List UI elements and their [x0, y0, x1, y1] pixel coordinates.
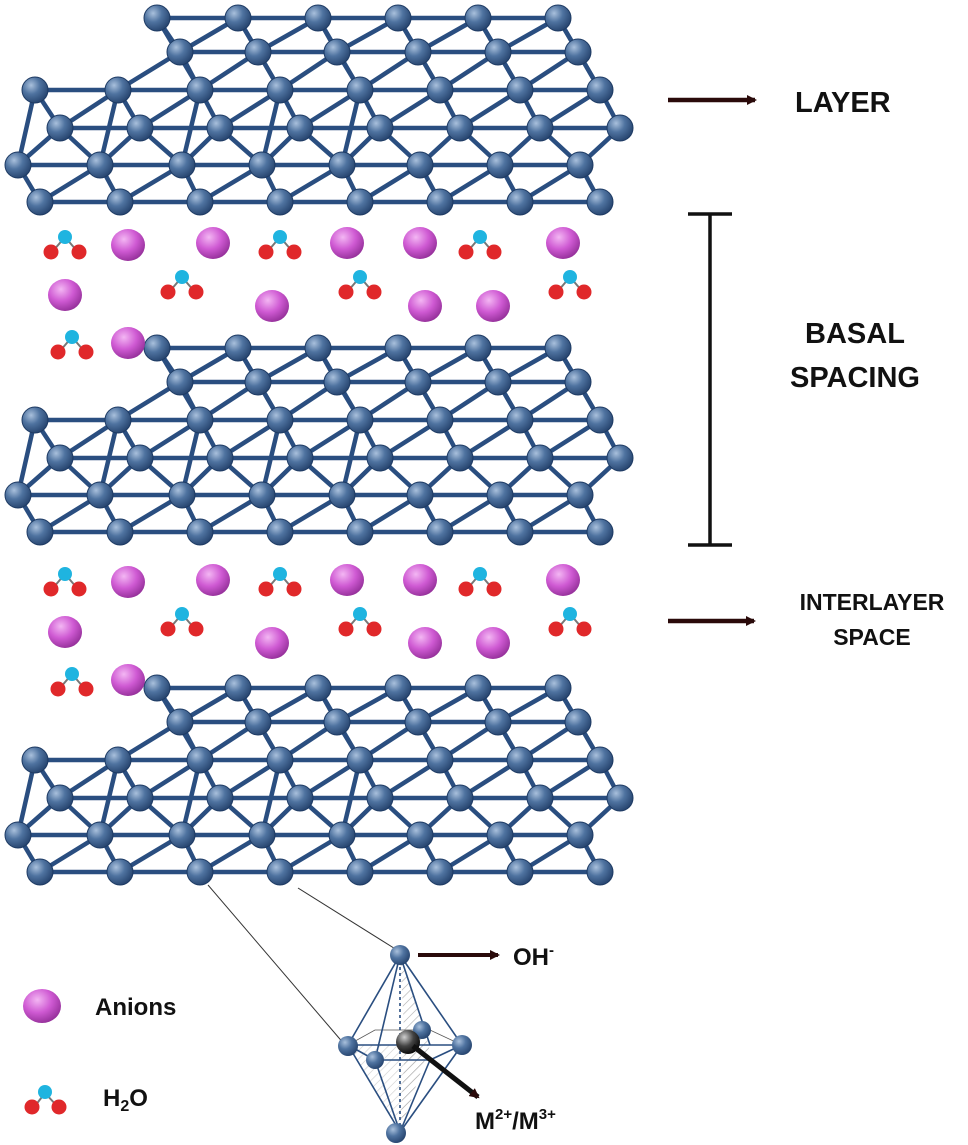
anion	[408, 627, 442, 659]
layer-annotation: LAYER	[668, 87, 891, 119]
oh-site-back	[413, 1021, 431, 1039]
basal-spacing-label-line2: SPACING	[790, 362, 920, 394]
zoom-guide-right	[297, 887, 398, 951]
legend-water-label: H2O	[103, 1085, 148, 1115]
anion	[48, 616, 82, 648]
anion	[255, 627, 289, 659]
legend-water-swatch	[24, 1085, 67, 1115]
oh-label: OH-	[513, 942, 554, 971]
water-molecule	[548, 270, 592, 300]
anion	[48, 279, 82, 311]
anion	[476, 627, 510, 659]
hydroxide-layer-bottom	[4, 674, 634, 886]
interlayer-region-2	[43, 564, 592, 697]
anion	[546, 564, 580, 596]
water-molecule	[160, 270, 204, 300]
legend-anions-label: Anions	[95, 994, 176, 1021]
anion	[403, 564, 437, 596]
legend-anion-swatch	[23, 989, 61, 1023]
water-molecule	[50, 330, 94, 360]
legend: Anions H2O	[23, 989, 176, 1115]
anion	[330, 564, 364, 596]
water-molecule	[548, 607, 592, 637]
zoom-guide-left	[207, 884, 346, 1046]
anion	[330, 227, 364, 259]
oh-site-right	[452, 1035, 472, 1055]
basal-spacing-annotation: BASAL SPACING	[688, 212, 920, 547]
anion	[111, 566, 145, 598]
water-molecule	[258, 230, 302, 260]
water-molecule	[458, 567, 502, 597]
interlayer-space-annotation: INTERLAYER SPACE	[668, 589, 945, 650]
octahedron-detail: OH- M2+/M3+	[338, 942, 556, 1143]
anion	[111, 229, 145, 261]
oh-site-bottom	[386, 1123, 406, 1143]
hydroxide-layer-middle	[4, 334, 634, 546]
metal-arrow	[411, 1044, 480, 1099]
interlayer-label-line1: INTERLAYER	[800, 589, 945, 615]
hydroxide-layer-top	[4, 4, 634, 216]
basal-spacing-label-line1: BASAL	[805, 318, 905, 350]
anion	[476, 290, 510, 322]
metal-cation-label: M2+/M3+	[475, 1106, 556, 1135]
water-molecule	[43, 567, 87, 597]
anion	[546, 227, 580, 259]
anion	[111, 664, 145, 696]
anion	[196, 227, 230, 259]
oh-site-top	[390, 945, 410, 965]
water-molecule	[160, 607, 204, 637]
anion	[196, 564, 230, 596]
water-molecule	[43, 230, 87, 260]
water-molecule	[338, 607, 382, 637]
oh-site-front-left	[366, 1051, 384, 1069]
water-molecule	[458, 230, 502, 260]
interlayer-region-1	[43, 227, 592, 360]
water-molecule	[338, 270, 382, 300]
anion	[255, 290, 289, 322]
water-molecule	[258, 567, 302, 597]
water-molecule	[50, 667, 94, 697]
layer-label: LAYER	[795, 87, 891, 119]
interlayer-label-line2: SPACE	[833, 624, 911, 650]
anion	[408, 290, 442, 322]
anion	[403, 227, 437, 259]
oh-site-left	[338, 1036, 358, 1056]
anion	[111, 327, 145, 359]
